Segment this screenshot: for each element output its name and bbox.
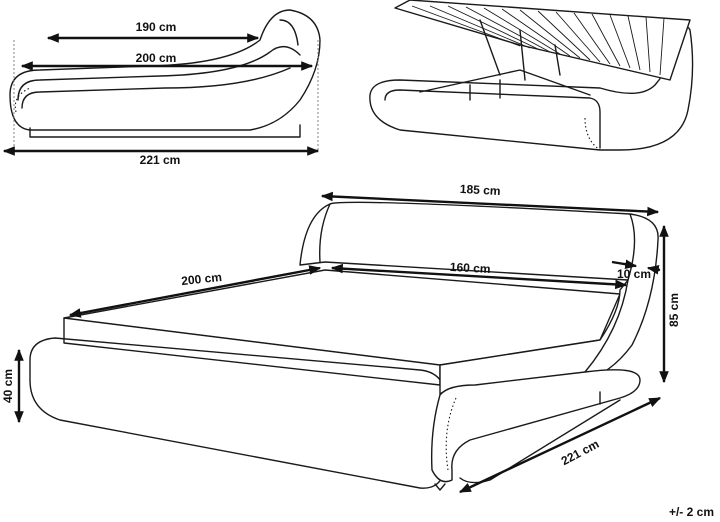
- dim-line-10-right: [646, 265, 661, 275]
- label-10: 10 cm: [617, 267, 651, 281]
- label-190: 190 cm: [136, 20, 177, 34]
- label-200-side: 200 cm: [136, 51, 177, 65]
- label-200-main: 200 cm: [181, 270, 223, 288]
- label-160: 160 cm: [450, 260, 491, 276]
- label-40: 40 cm: [1, 369, 15, 403]
- dim-line-221-main: [458, 396, 662, 494]
- dim-line-200-main: [68, 265, 322, 318]
- label-185: 185 cm: [460, 182, 501, 198]
- dim-line-10-left: [611, 259, 638, 269]
- main-bed: [29, 201, 659, 491]
- dim-line-160: [330, 263, 628, 290]
- dim-line-185: [320, 191, 660, 217]
- label-85: 85 cm: [667, 293, 681, 327]
- storage-view-bed: [369, 0, 694, 151]
- tolerance-note: +/- 2 cm: [669, 505, 714, 519]
- label-221-side: 221 cm: [140, 153, 181, 167]
